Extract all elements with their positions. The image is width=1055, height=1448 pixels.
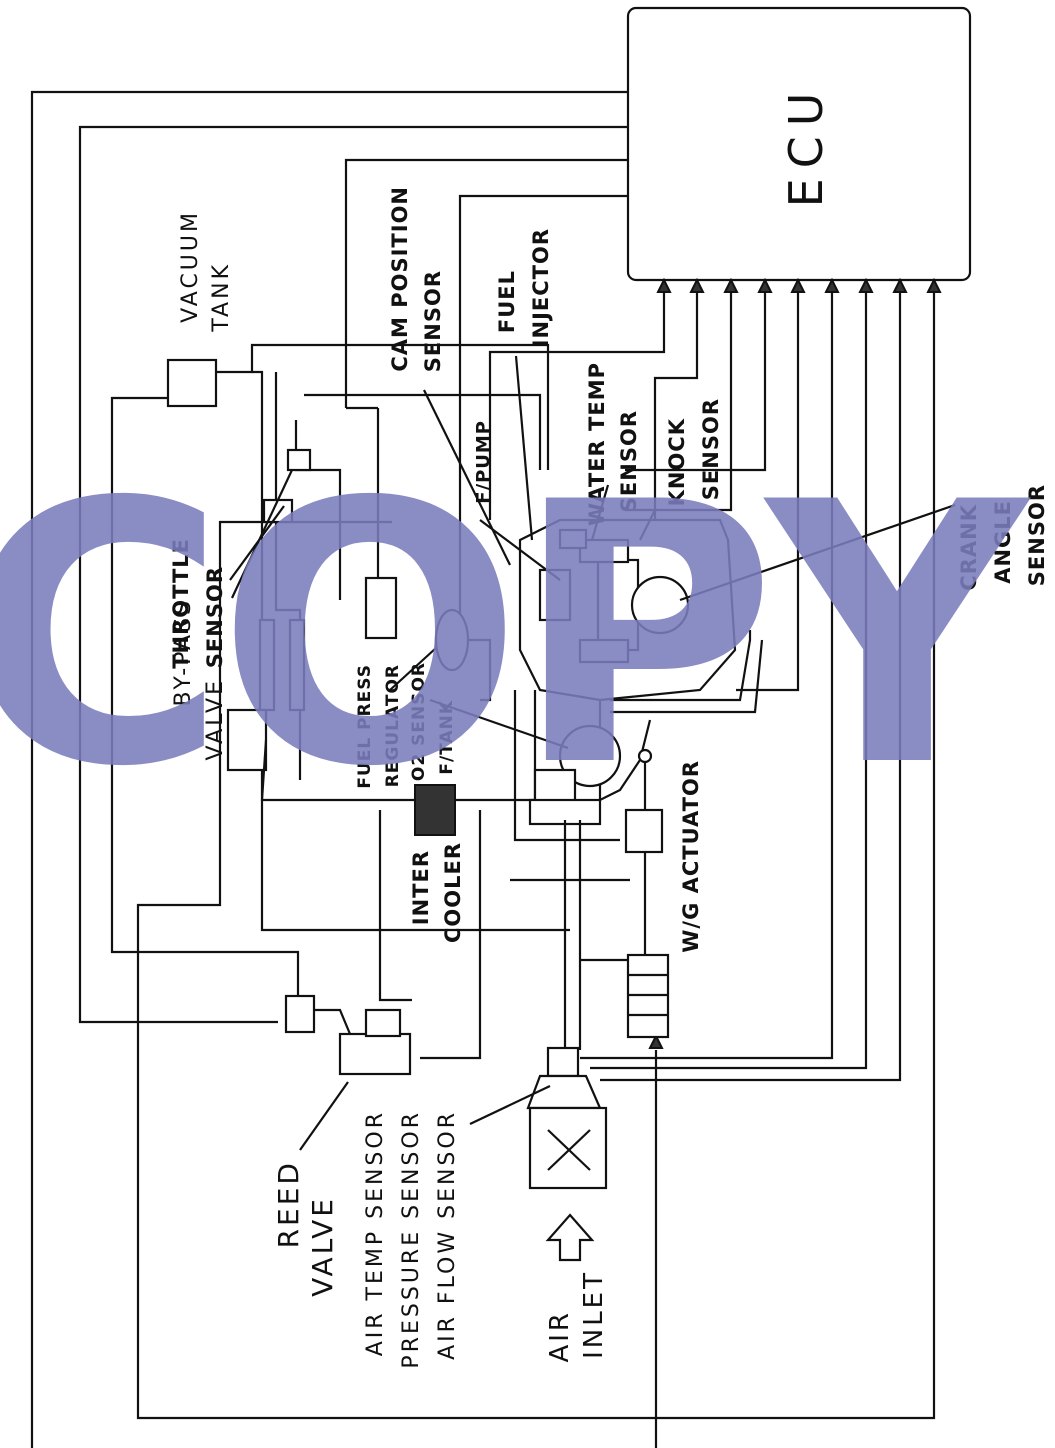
svg-text:VACUUM: VACUUM [178, 210, 203, 323]
label-crank-angle-sensor: CRANK ANGLE SENSOR [957, 484, 1049, 591]
svg-text:VALVE: VALVE [306, 1196, 339, 1297]
svg-text:W/G ACTUATOR: W/G ACTUATOR [679, 760, 703, 953]
label-by-pass-valve: BY-PASS VALVE [171, 598, 228, 760]
svg-text:INLET: INLET [579, 1270, 609, 1359]
svg-text:PRESSURE SENSOR: PRESSURE SENSOR [399, 1110, 424, 1369]
label-f-pump: F/PUMP [473, 420, 494, 504]
svg-text:FUEL: FUEL [495, 270, 519, 333]
label-vacuum-tank: VACUUM TANK [178, 210, 234, 333]
label-air-inlet: AIR INLET [545, 1270, 609, 1363]
svg-text:SENSOR: SENSOR [1025, 484, 1049, 586]
label-fuel-press-regulator: FUEL PRESS REGULATOR [355, 664, 403, 789]
vacuum-tank [110, 343, 550, 996]
inter-cooler [378, 784, 482, 1060]
copy-watermark: COPY [0, 426, 1031, 845]
bypass-valve [226, 708, 570, 932]
ecu-wiring [30, 90, 936, 1448]
engine-block [518, 518, 737, 702]
svg-text:AIR FLOW SENSOR: AIR FLOW SENSOR [435, 1110, 460, 1360]
fuel-press-regulator [434, 608, 492, 702]
svg-text:SENSOR: SENSOR [203, 566, 227, 668]
svg-text:CAM POSITION: CAM POSITION [388, 186, 412, 372]
svg-text:F/TANK: F/TANK [437, 700, 457, 775]
label-knock-sensor: KNOCK SENSOR [665, 398, 723, 506]
svg-text:AIR: AIR [545, 1310, 575, 1363]
svg-text:REGULATOR: REGULATOR [383, 664, 403, 787]
svg-text:AIR TEMP SENSOR: AIR TEMP SENSOR [363, 1110, 388, 1356]
svg-text:FUEL PRESS: FUEL PRESS [355, 664, 375, 789]
label-reed-valve: REED VALVE [272, 1160, 339, 1297]
label-o2-sensor: O2 SENSOR [409, 662, 429, 781]
svg-text:WATER TEMP: WATER TEMP [585, 362, 609, 526]
ecu-input-arrows [648, 277, 942, 1049]
turbo-exhaust [513, 630, 764, 842]
svg-text:INTER: INTER [409, 850, 433, 925]
svg-text:BY-PASS: BY-PASS [171, 598, 196, 707]
pointer-lines [229, 355, 956, 1151]
svg-text:SENSOR: SENSOR [421, 270, 445, 372]
intake-manifold [252, 370, 560, 802]
svg-text:CRANK: CRANK [957, 504, 981, 591]
wg-actuator [510, 748, 670, 1039]
label-inter-cooler: INTER COOLER [409, 842, 465, 943]
cam-position-sensor [346, 406, 398, 640]
label-cam-position-sensor: CAM POSITION SENSOR [388, 186, 445, 372]
label-f-tank: F/TANK [437, 700, 457, 775]
label-fuel-injector: FUEL INJECTOR [495, 228, 553, 347]
intake-tube [526, 820, 608, 1262]
svg-text:SENSOR: SENSOR [699, 398, 723, 500]
svg-text:F/PUMP: F/PUMP [473, 420, 494, 504]
label-wg-actuator: W/G ACTUATOR [679, 760, 703, 953]
svg-text:INJECTOR: INJECTOR [529, 228, 553, 347]
svg-text:O2 SENSOR: O2 SENSOR [409, 662, 429, 781]
svg-text:TANK: TANK [209, 262, 234, 333]
ecu-label: ECU [779, 83, 833, 208]
label-water-temp-sensor: WATER TEMP SENSOR [585, 362, 641, 526]
svg-text:REED: REED [272, 1160, 305, 1248]
svg-text:ANGLE: ANGLE [991, 500, 1015, 584]
svg-text:SENSOR: SENSOR [617, 410, 641, 512]
svg-text:VALVE: VALVE [203, 678, 228, 760]
svg-text:THROTTLE: THROTTLE [169, 538, 193, 669]
ecu-box: ECU [626, 6, 972, 282]
label-throttle-sensor: THROTTLE SENSOR [169, 538, 227, 669]
label-air-sensors: AIR TEMP SENSOR PRESSURE SENSOR AIR FLOW… [363, 1110, 460, 1369]
svg-text:KNOCK: KNOCK [665, 418, 689, 506]
svg-text:COOLER: COOLER [441, 842, 465, 943]
reed-valve [284, 994, 412, 1076]
